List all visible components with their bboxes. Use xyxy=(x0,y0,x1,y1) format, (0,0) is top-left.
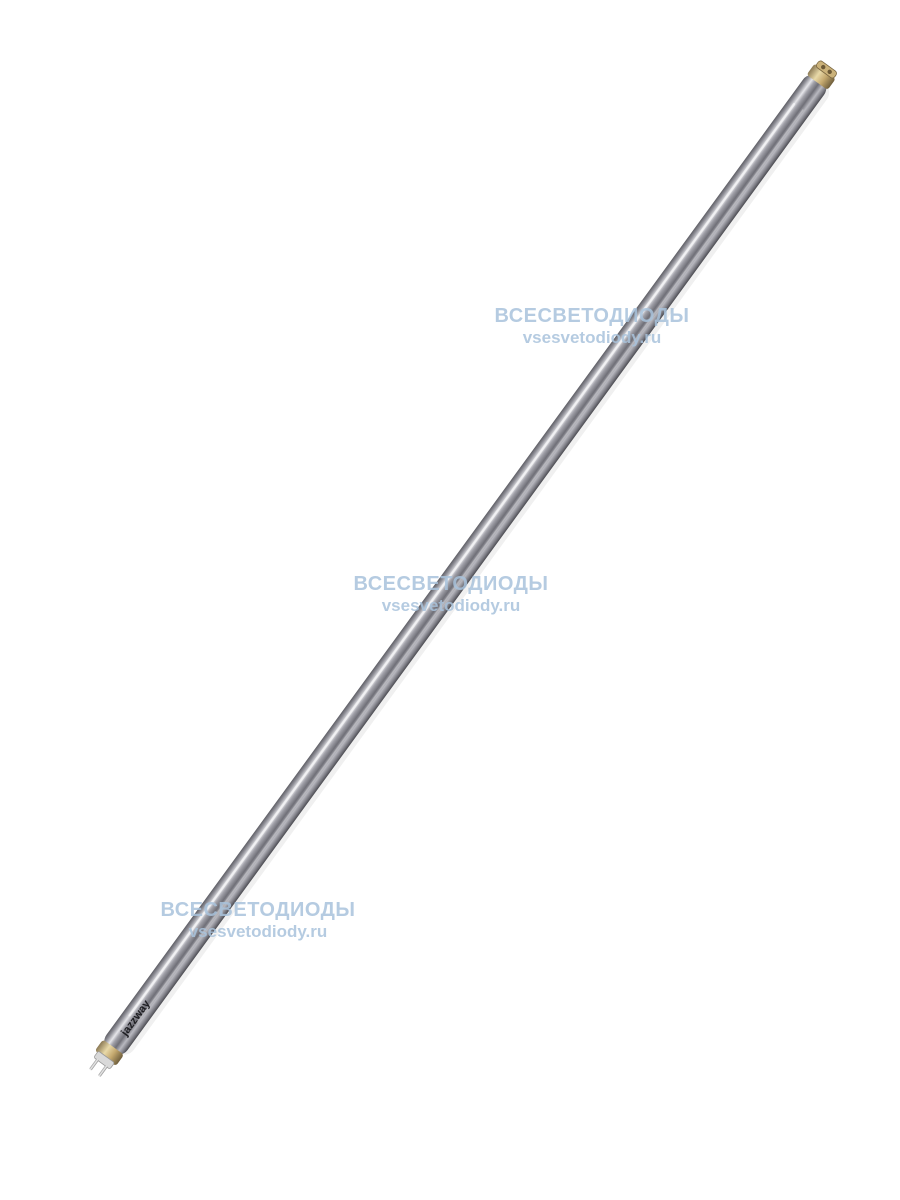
watermark-title: ВСЕСВЕТОДИОДЫ xyxy=(494,305,690,327)
watermark: ВСЕСВЕТОДИОДЫ vsesvetodiody.ru xyxy=(158,900,358,940)
pin-icon xyxy=(89,1058,99,1071)
watermark: ВСЕСВЕТОДИОДЫ vsesvetodiody.ru xyxy=(492,306,692,346)
pin-icon xyxy=(98,1065,108,1077)
end-cap-right xyxy=(807,60,837,89)
tube-body xyxy=(104,74,827,1055)
watermark: ВСЕСВЕТОДИОДЫ vsesvetodiody.ru xyxy=(351,574,551,614)
fluorescent-tube: jazzway xyxy=(89,60,837,1077)
end-cap-left xyxy=(89,1040,123,1077)
watermark-title: ВСЕСВЕТОДИОДЫ xyxy=(160,899,356,921)
watermark-url: vsesvetodiody.ru xyxy=(188,922,328,941)
watermark-title: ВСЕСВЕТОДИОДЫ xyxy=(353,573,549,595)
watermark-url: vsesvetodiody.ru xyxy=(522,328,662,347)
watermark-url: vsesvetodiody.ru xyxy=(381,596,521,615)
